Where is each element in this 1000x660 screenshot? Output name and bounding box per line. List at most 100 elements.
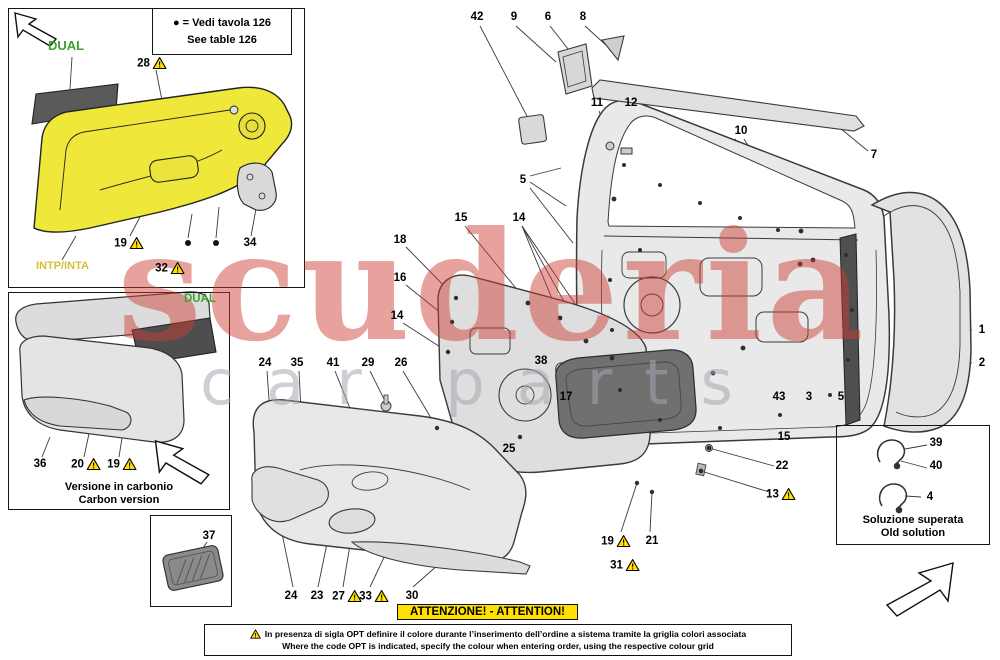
part-callout-23: 23 <box>311 590 324 602</box>
part-callout-13: 13! <box>766 488 796 501</box>
part-callout-36: 36 <box>34 458 47 470</box>
old-solution-parts-illustration <box>876 439 908 514</box>
old-solution-box <box>836 425 990 545</box>
opt-colour-note: ! In presenza di sigla OPT definire il c… <box>204 624 792 656</box>
svg-text:!: ! <box>176 264 179 274</box>
legend-text-en: See table 126 <box>187 33 257 46</box>
warning-triangle-icon: ! <box>625 559 640 571</box>
part-number: 15 <box>454 212 468 224</box>
svg-text:!: ! <box>631 561 634 571</box>
table-ref-dot <box>213 240 219 246</box>
part-callout-24: 24 <box>259 357 272 369</box>
part-callout-6: 6 <box>545 11 551 23</box>
warning-triangle-icon: ! <box>616 535 631 547</box>
part-callout-17: 17 <box>560 391 573 403</box>
warning-triangle-icon: ! <box>170 262 185 274</box>
door-outer-shell-illustration <box>839 191 972 433</box>
part-number: 15 <box>777 431 791 443</box>
dual-label-top: DUAL <box>48 38 85 53</box>
part-number: 5 <box>837 391 845 403</box>
part-number: 11 <box>590 97 604 109</box>
mirror-flag-parts-illustration <box>518 35 633 155</box>
part-number: 28 <box>137 57 150 69</box>
fastener-dots <box>434 163 854 495</box>
direction-arrow-nw <box>14 12 58 47</box>
svg-text:!: ! <box>128 460 131 470</box>
part-callout-18: 18 <box>394 234 407 246</box>
part-callout-28: 28! <box>137 57 167 70</box>
part-number: 40 <box>929 460 943 472</box>
yellow-trim-panel-illustration <box>31 83 293 233</box>
table-ref-dot-icon: ● <box>172 17 180 29</box>
part-number: 24 <box>258 357 272 369</box>
interior-trim-panel-illustration <box>251 399 531 575</box>
part-number: 29 <box>361 357 375 369</box>
part-callout-9: 9 <box>511 11 517 23</box>
svg-text:!: ! <box>92 460 95 470</box>
part-number: 16 <box>393 272 407 284</box>
part-callout-39: 39 <box>930 437 943 449</box>
warning-triangle-icon: ! <box>347 590 362 602</box>
part-callout-7: 7 <box>871 149 877 161</box>
part-number: 4 <box>926 491 934 503</box>
part-number: 25 <box>502 443 516 455</box>
part-callout-30: 30 <box>406 590 419 602</box>
part-number: 2 <box>978 357 986 369</box>
svg-text:!: ! <box>353 592 356 602</box>
part-callout-8: 8 <box>580 11 586 23</box>
legend-text-it: = Vedi tavola 126 <box>182 17 272 29</box>
part-callout-22: 22 <box>776 460 789 472</box>
warning-triangle-icon: ! <box>86 458 101 470</box>
carbon-version-box <box>8 292 230 510</box>
part-callout-32: 32! <box>155 262 185 275</box>
direction-arrow-nw-carbon <box>154 439 210 485</box>
part-callout-29: 29 <box>362 357 375 369</box>
intp-inta-label: INTP/INTA <box>36 260 89 272</box>
part-callout-1: 1 <box>979 324 985 336</box>
part-callout-14: 14 <box>513 212 526 224</box>
part-number: 19 <box>107 458 120 470</box>
svg-text:!: ! <box>380 592 383 602</box>
part-number: 7 <box>870 149 878 161</box>
part-number: 38 <box>534 355 548 367</box>
part-number: 12 <box>624 97 638 109</box>
part-callout-19: 19! <box>107 458 137 471</box>
part-callout-10: 10 <box>735 125 748 137</box>
grille-part-illustration <box>162 545 224 591</box>
attention-banner: ATTENZIONE! - ATTENTION! <box>397 604 579 620</box>
part-number: 14 <box>390 310 404 322</box>
warning-triangle-icon: ! <box>152 57 167 69</box>
legend-line-1: ● = Vedi tavola 126 <box>173 15 271 32</box>
part-number: 33 <box>359 590 372 602</box>
part-callout-34: 34 <box>244 237 257 249</box>
part-number: 19 <box>114 237 127 249</box>
part-number: 36 <box>33 458 47 470</box>
part-number: 13 <box>766 488 779 500</box>
part-callout-5: 5 <box>838 391 844 403</box>
part-number: 5 <box>519 174 527 186</box>
part-number: 43 <box>772 391 786 403</box>
table-ref-dot <box>185 240 191 246</box>
legend-box: ● = Vedi tavola 126 See table 126 <box>152 8 292 55</box>
part-number: 42 <box>470 11 484 23</box>
warning-triangle-icon: ! <box>374 590 389 602</box>
part-number: 41 <box>326 357 340 369</box>
opt-note-it: In presenza di sigla OPT definire il col… <box>264 628 747 639</box>
part-callout-43: 43 <box>773 391 786 403</box>
part-callout-41: 41 <box>327 357 340 369</box>
part-callout-24: 24 <box>285 590 298 602</box>
warning-triangle-icon: ! <box>129 237 144 249</box>
armrest-insert-illustration <box>555 349 713 477</box>
part-callout-4: 4 <box>927 491 933 503</box>
warning-triangle-icon: ! <box>122 458 137 470</box>
part-number: 31 <box>610 559 623 571</box>
part-callout-5: 5 <box>520 174 526 186</box>
part-callout-27: 27! <box>332 590 362 603</box>
part-callout-2: 2 <box>979 357 985 369</box>
part-callout-14: 14 <box>391 310 404 322</box>
part-number: 20 <box>71 458 84 470</box>
dual-label-carbon: DUAL <box>184 293 216 305</box>
old-solution-caption-en: Old solution <box>880 527 946 539</box>
